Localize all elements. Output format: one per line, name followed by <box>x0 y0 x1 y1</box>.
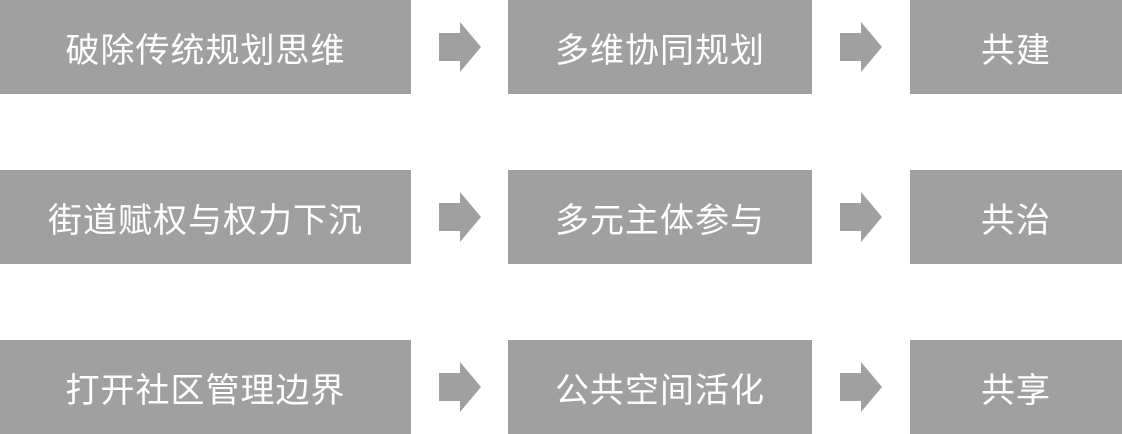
source-box: 打开社区管理边界 <box>0 340 411 434</box>
source-box: 破除传统规划思维 <box>0 0 411 94</box>
arrow-right-icon <box>439 362 481 412</box>
flow-row-3: 打开社区管理边界 公共空间活化 共享 <box>0 340 1122 434</box>
arrow-right-icon <box>840 192 882 242</box>
outcome-box: 共治 <box>910 170 1122 264</box>
source-box: 街道赋权与权力下沉 <box>0 170 411 264</box>
arrow-right-icon <box>439 22 481 72</box>
arrow-right-icon <box>840 362 882 412</box>
approach-box: 多维协同规划 <box>508 0 812 94</box>
flow-row-2: 街道赋权与权力下沉 多元主体参与 共治 <box>0 170 1122 264</box>
approach-box: 多元主体参与 <box>508 170 812 264</box>
outcome-box: 共建 <box>910 0 1122 94</box>
outcome-box: 共享 <box>910 340 1122 434</box>
arrow-right-icon <box>439 192 481 242</box>
arrow-right-icon <box>840 22 882 72</box>
approach-box: 公共空间活化 <box>508 340 812 434</box>
flow-row-1: 破除传统规划思维 多维协同规划 共建 <box>0 0 1122 94</box>
